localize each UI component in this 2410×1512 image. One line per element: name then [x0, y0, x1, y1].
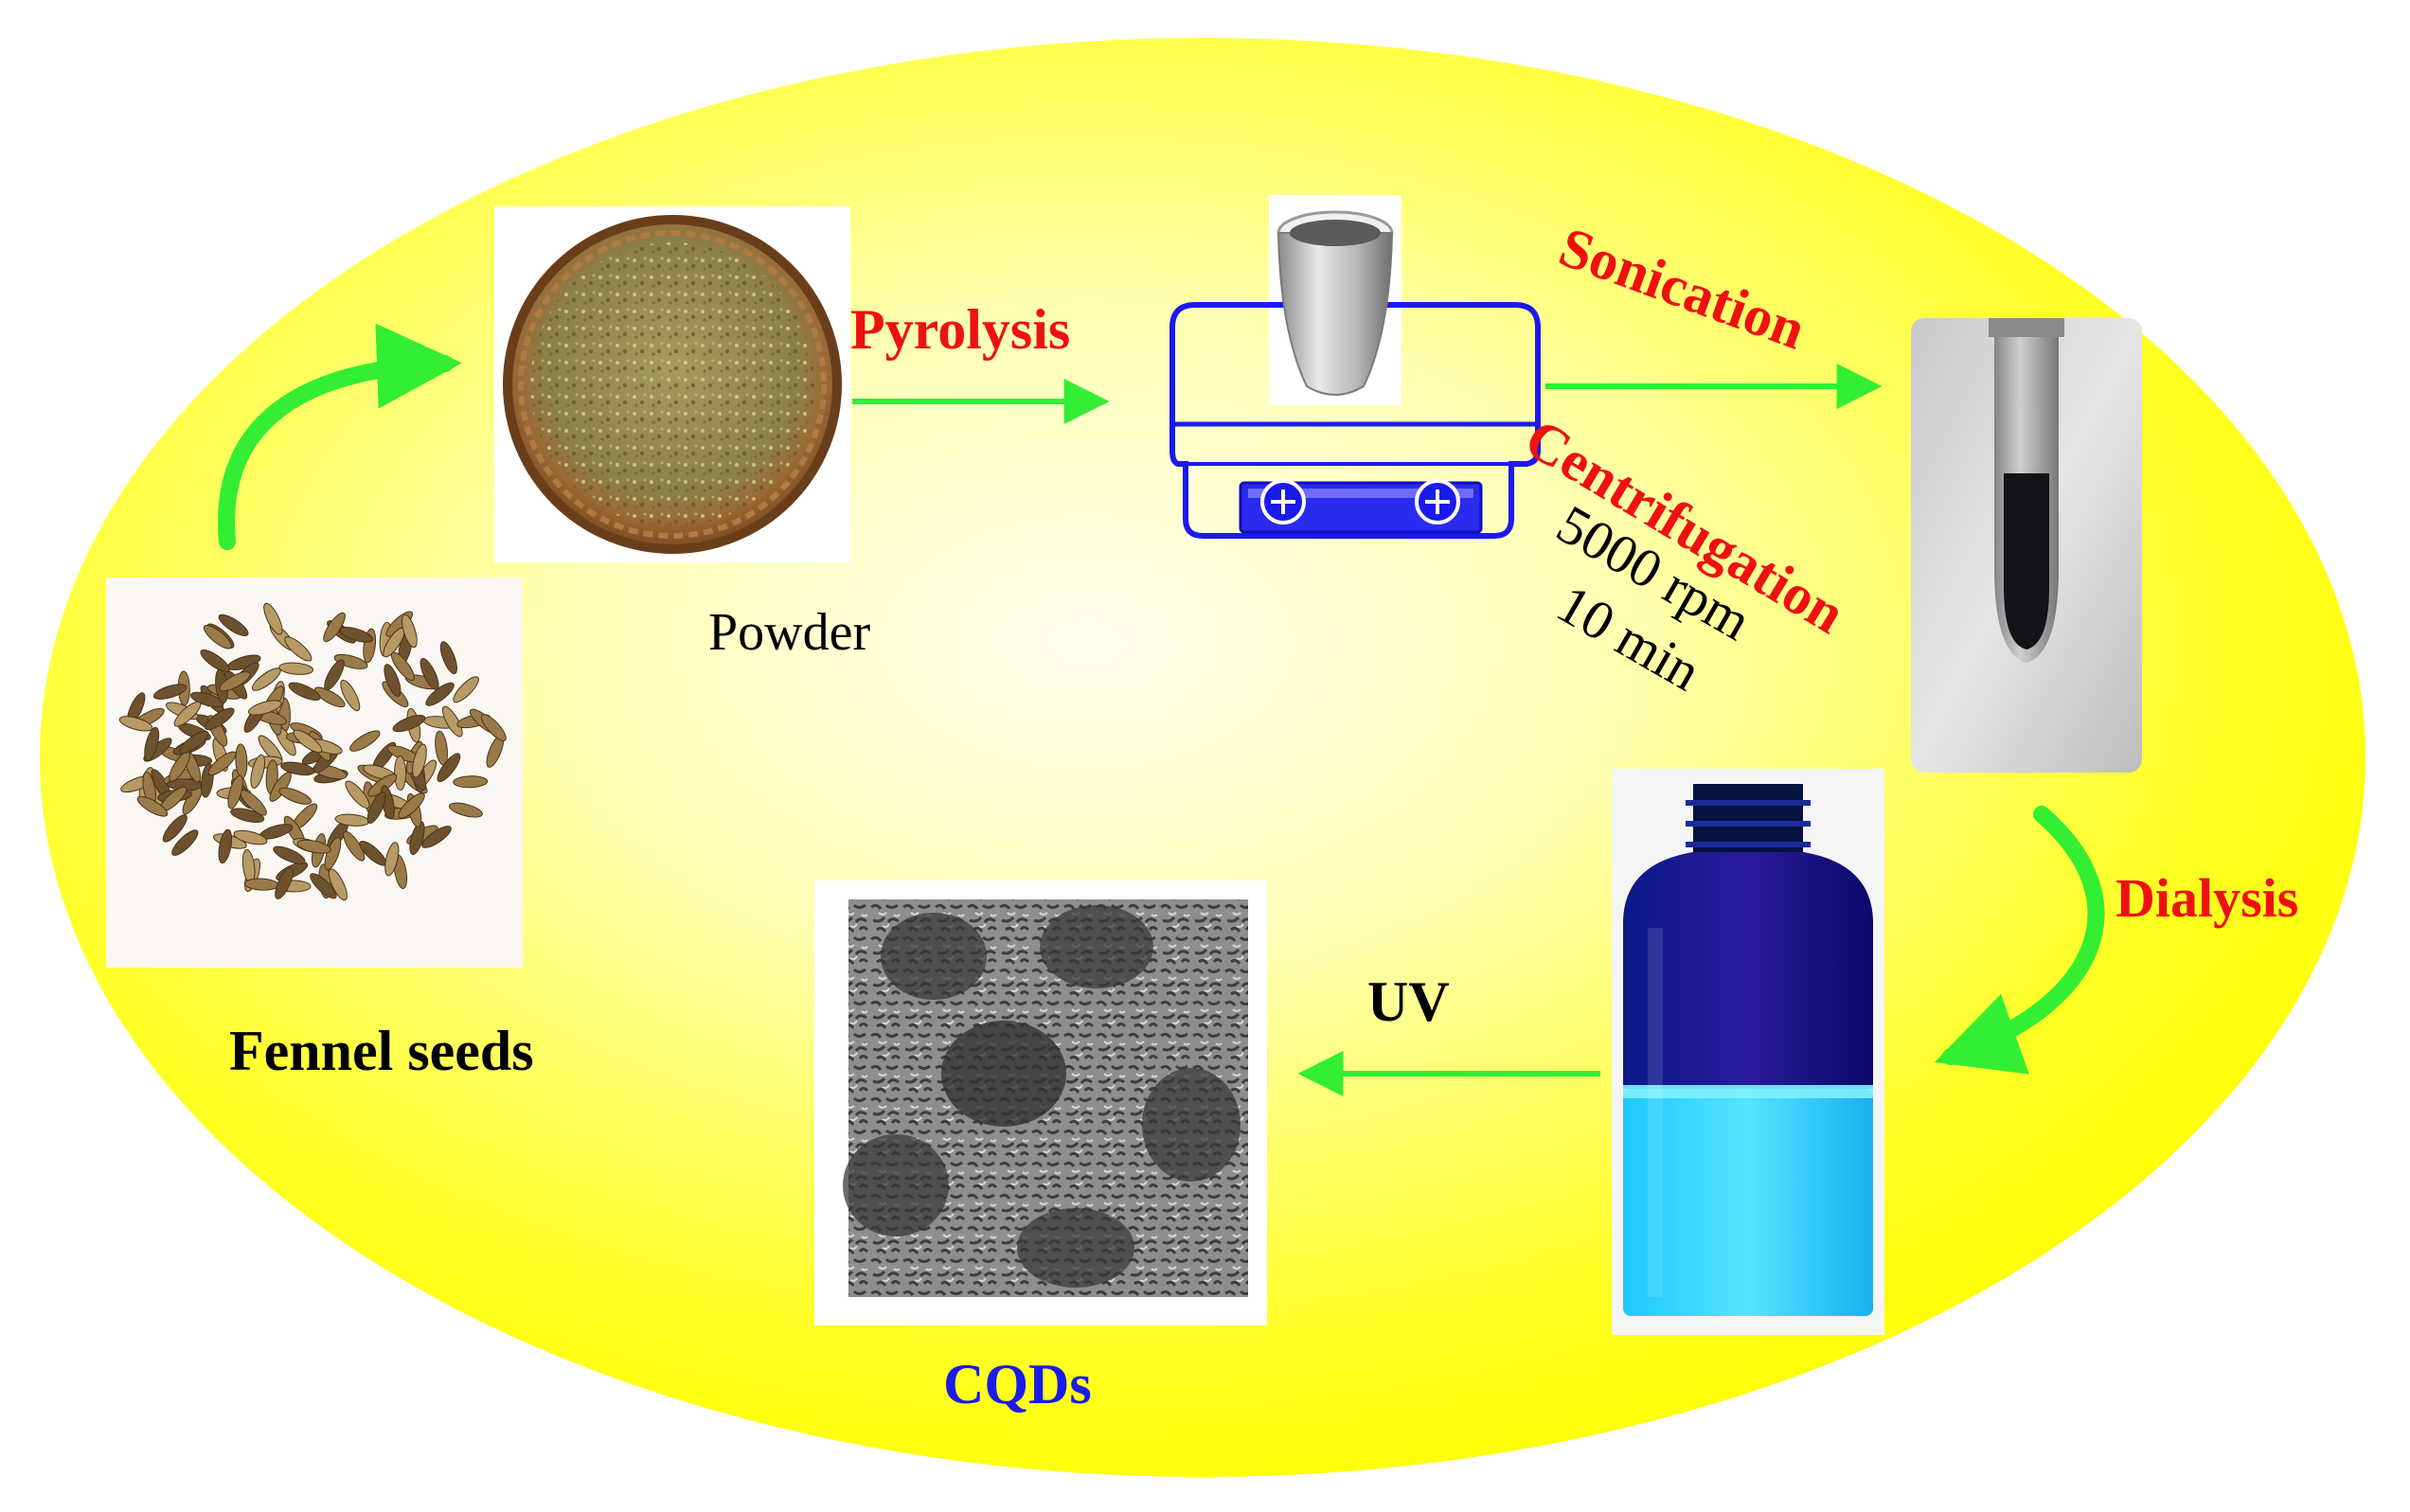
centrifuge-tube-photo — [1911, 318, 2142, 773]
seed — [313, 686, 346, 708]
seed — [480, 714, 507, 741]
seed — [218, 614, 249, 636]
seed — [384, 664, 402, 698]
seed — [250, 754, 266, 789]
seed — [366, 792, 386, 825]
seed — [384, 842, 400, 877]
crucible-on-hotplate-icon — [1169, 195, 1541, 539]
seed — [441, 705, 463, 738]
seed — [278, 787, 312, 805]
seed — [251, 667, 281, 691]
powder-bowl-photo — [494, 206, 850, 562]
knob-right-icon — [1415, 479, 1460, 525]
seed — [345, 780, 370, 809]
seed — [247, 700, 282, 716]
seed — [437, 753, 461, 783]
seed — [394, 756, 407, 791]
fluorescent-vial-photo — [1612, 769, 1884, 1335]
seed — [390, 651, 415, 682]
seed — [310, 873, 337, 899]
seed — [219, 671, 251, 692]
seed — [218, 828, 233, 864]
label-uv: UV — [1367, 970, 1450, 1033]
seed — [328, 868, 348, 901]
seed — [152, 684, 187, 700]
label-powder: Powder — [708, 603, 871, 662]
seed — [343, 830, 366, 862]
arrow-dialysis — [1935, 806, 2105, 1075]
seed — [323, 612, 346, 643]
seed — [333, 653, 368, 669]
label-pyrolysis: Pyrolysis — [850, 298, 1071, 361]
seed — [284, 636, 312, 662]
seed — [420, 658, 439, 690]
seed — [230, 808, 265, 824]
label-fennel-seeds: Fennel seeds — [229, 1020, 534, 1082]
seed — [162, 814, 187, 843]
seed — [453, 775, 489, 789]
seed — [273, 845, 306, 864]
seed — [233, 829, 268, 845]
seed — [288, 682, 321, 701]
seed — [392, 715, 426, 733]
seed — [412, 743, 427, 778]
seed — [263, 602, 283, 635]
fennel-seeds-photo — [106, 578, 523, 968]
seed — [296, 839, 331, 854]
seed — [200, 649, 230, 672]
seed — [448, 802, 483, 818]
seed — [409, 821, 425, 856]
seed — [421, 826, 452, 848]
seed — [118, 716, 153, 732]
seed — [171, 829, 199, 856]
seed — [402, 614, 418, 649]
label-cqds: CQDs — [943, 1353, 1092, 1415]
knob-left-icon — [1260, 479, 1306, 525]
seed — [275, 866, 294, 899]
seed — [340, 679, 361, 712]
seed — [293, 729, 323, 754]
label-dialysis: Dialysis — [2115, 867, 2299, 929]
seed — [278, 662, 314, 675]
seed — [227, 774, 243, 809]
arrow-seeds-to-powder — [218, 323, 462, 550]
seed — [203, 625, 232, 649]
seed — [189, 691, 224, 708]
seed — [136, 795, 169, 817]
seed — [398, 792, 425, 819]
seed — [349, 730, 381, 752]
seed — [324, 659, 345, 691]
seed — [453, 676, 479, 703]
seed — [144, 726, 160, 761]
seed — [179, 730, 209, 755]
seed — [439, 641, 457, 675]
tem-micrograph-photo — [814, 881, 1267, 1325]
seed — [173, 701, 202, 727]
seed — [205, 707, 235, 731]
seed — [207, 751, 237, 776]
